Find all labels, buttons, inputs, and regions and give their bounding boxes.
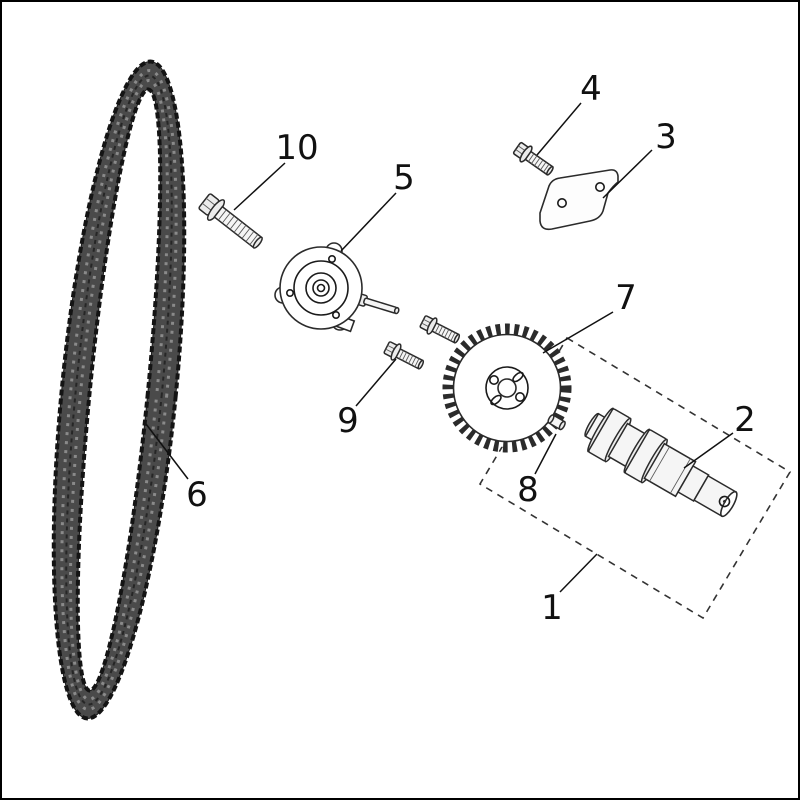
leader-line-4 (536, 102, 582, 156)
chain-outer-links (51, 59, 187, 721)
chain-link-highlight-inner (69, 78, 169, 702)
leader-line-9 (355, 358, 397, 407)
leader-line-3 (602, 149, 653, 199)
callout-1: 1 (541, 553, 598, 628)
callout-5: 5 (340, 158, 415, 252)
callout-7: 7 (542, 278, 637, 354)
chain-link-highlight-outer (60, 68, 178, 712)
flange-bolt-small-upper (417, 312, 463, 348)
camshaft (584, 407, 738, 518)
callout-label-7: 7 (615, 278, 637, 318)
callout-label-1: 1 (541, 588, 563, 628)
callout-label-10: 10 (275, 128, 318, 168)
timing-chain (51, 59, 187, 721)
cam-hub (274, 242, 400, 333)
stopper-plate (539, 169, 619, 231)
cam-sprocket (442, 323, 572, 453)
callout-6: 6 (145, 423, 208, 515)
callout-8: 8 (517, 433, 557, 510)
callout-label-6: 6 (186, 475, 208, 515)
leader-line-1 (559, 553, 598, 593)
chain-center-line (65, 74, 173, 706)
leader-line-10 (233, 162, 286, 211)
callout-4: 4 (536, 69, 602, 156)
callout-label-8: 8 (517, 470, 539, 510)
callout-9: 9 (337, 358, 397, 441)
leader-line-5 (340, 192, 397, 252)
callout-label-9: 9 (337, 401, 359, 441)
chain-inner-links (75, 87, 163, 693)
callout-3: 3 (602, 117, 677, 199)
callout-label-5: 5 (393, 158, 415, 198)
callout-label-2: 2 (734, 400, 756, 440)
callout-label-3: 3 (655, 117, 677, 157)
dowel-pin (547, 414, 566, 431)
leader-line-2 (683, 432, 734, 469)
leader-line-7 (542, 311, 614, 354)
callout-2: 2 (683, 400, 756, 469)
callout-10: 10 (233, 128, 319, 211)
callout-label-4: 4 (580, 69, 602, 109)
flange-bolt-large (195, 190, 268, 255)
leader-line-8 (534, 433, 557, 475)
leader-line-6 (145, 423, 189, 480)
flange-bolt-plate (510, 139, 558, 181)
